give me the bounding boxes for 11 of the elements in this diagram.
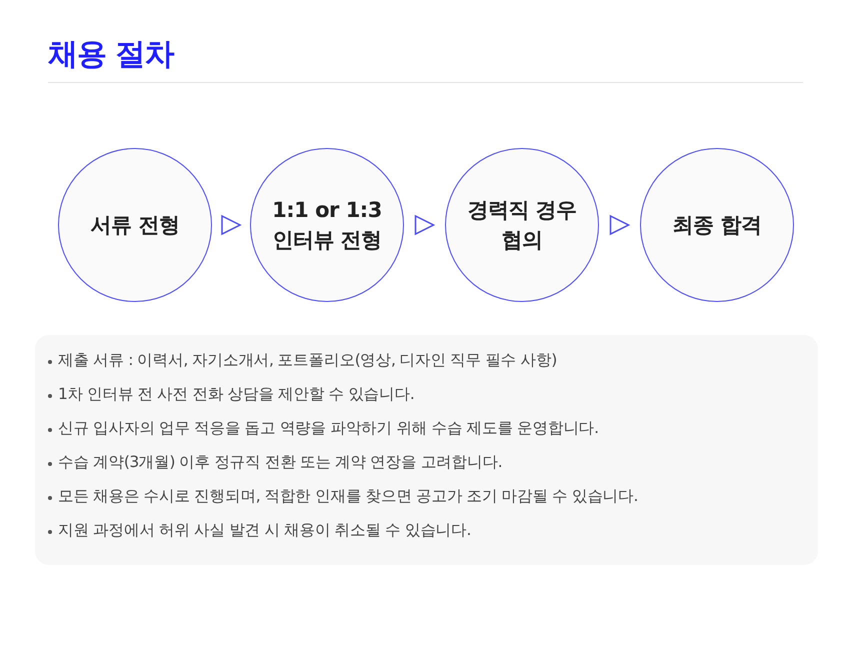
note-text: 모든 채용은 수시로 진행되며, 적합한 인재를 찾으면 공고가 조기 마감될 수 있습니다. (58, 486, 638, 507)
note-text: 1차 인터뷰 전 사전 전화 상담을 제안할 수 있습니다. (58, 384, 414, 405)
note-text: 제출 서류 : 이력서, 자기소개서, 포트폴리오(영상, 디자인 직무 필수 사항) (58, 350, 557, 371)
note-text: 지원 과정에서 허위 사실 발견 시 채용이 취소될 수 있습니다. (58, 520, 471, 541)
step-circle: 1:1 or 1:3 인터뷰 전형 (250, 148, 404, 302)
page-title: 채용 절차 (48, 36, 174, 74)
note-text: 신규 입사자의 업무 적응을 돕고 역량을 파악하기 위해 수습 제도를 운영합니다. (58, 418, 598, 439)
step-circle: 경력직 경우 협의 (445, 148, 599, 302)
note-text: 수습 계약(3개월) 이후 정규직 전환 또는 계약 연장을 고려합니다. (58, 452, 502, 473)
step-circle: 서류 전형 (58, 148, 212, 302)
step-circle: 최종 합격 (640, 148, 794, 302)
